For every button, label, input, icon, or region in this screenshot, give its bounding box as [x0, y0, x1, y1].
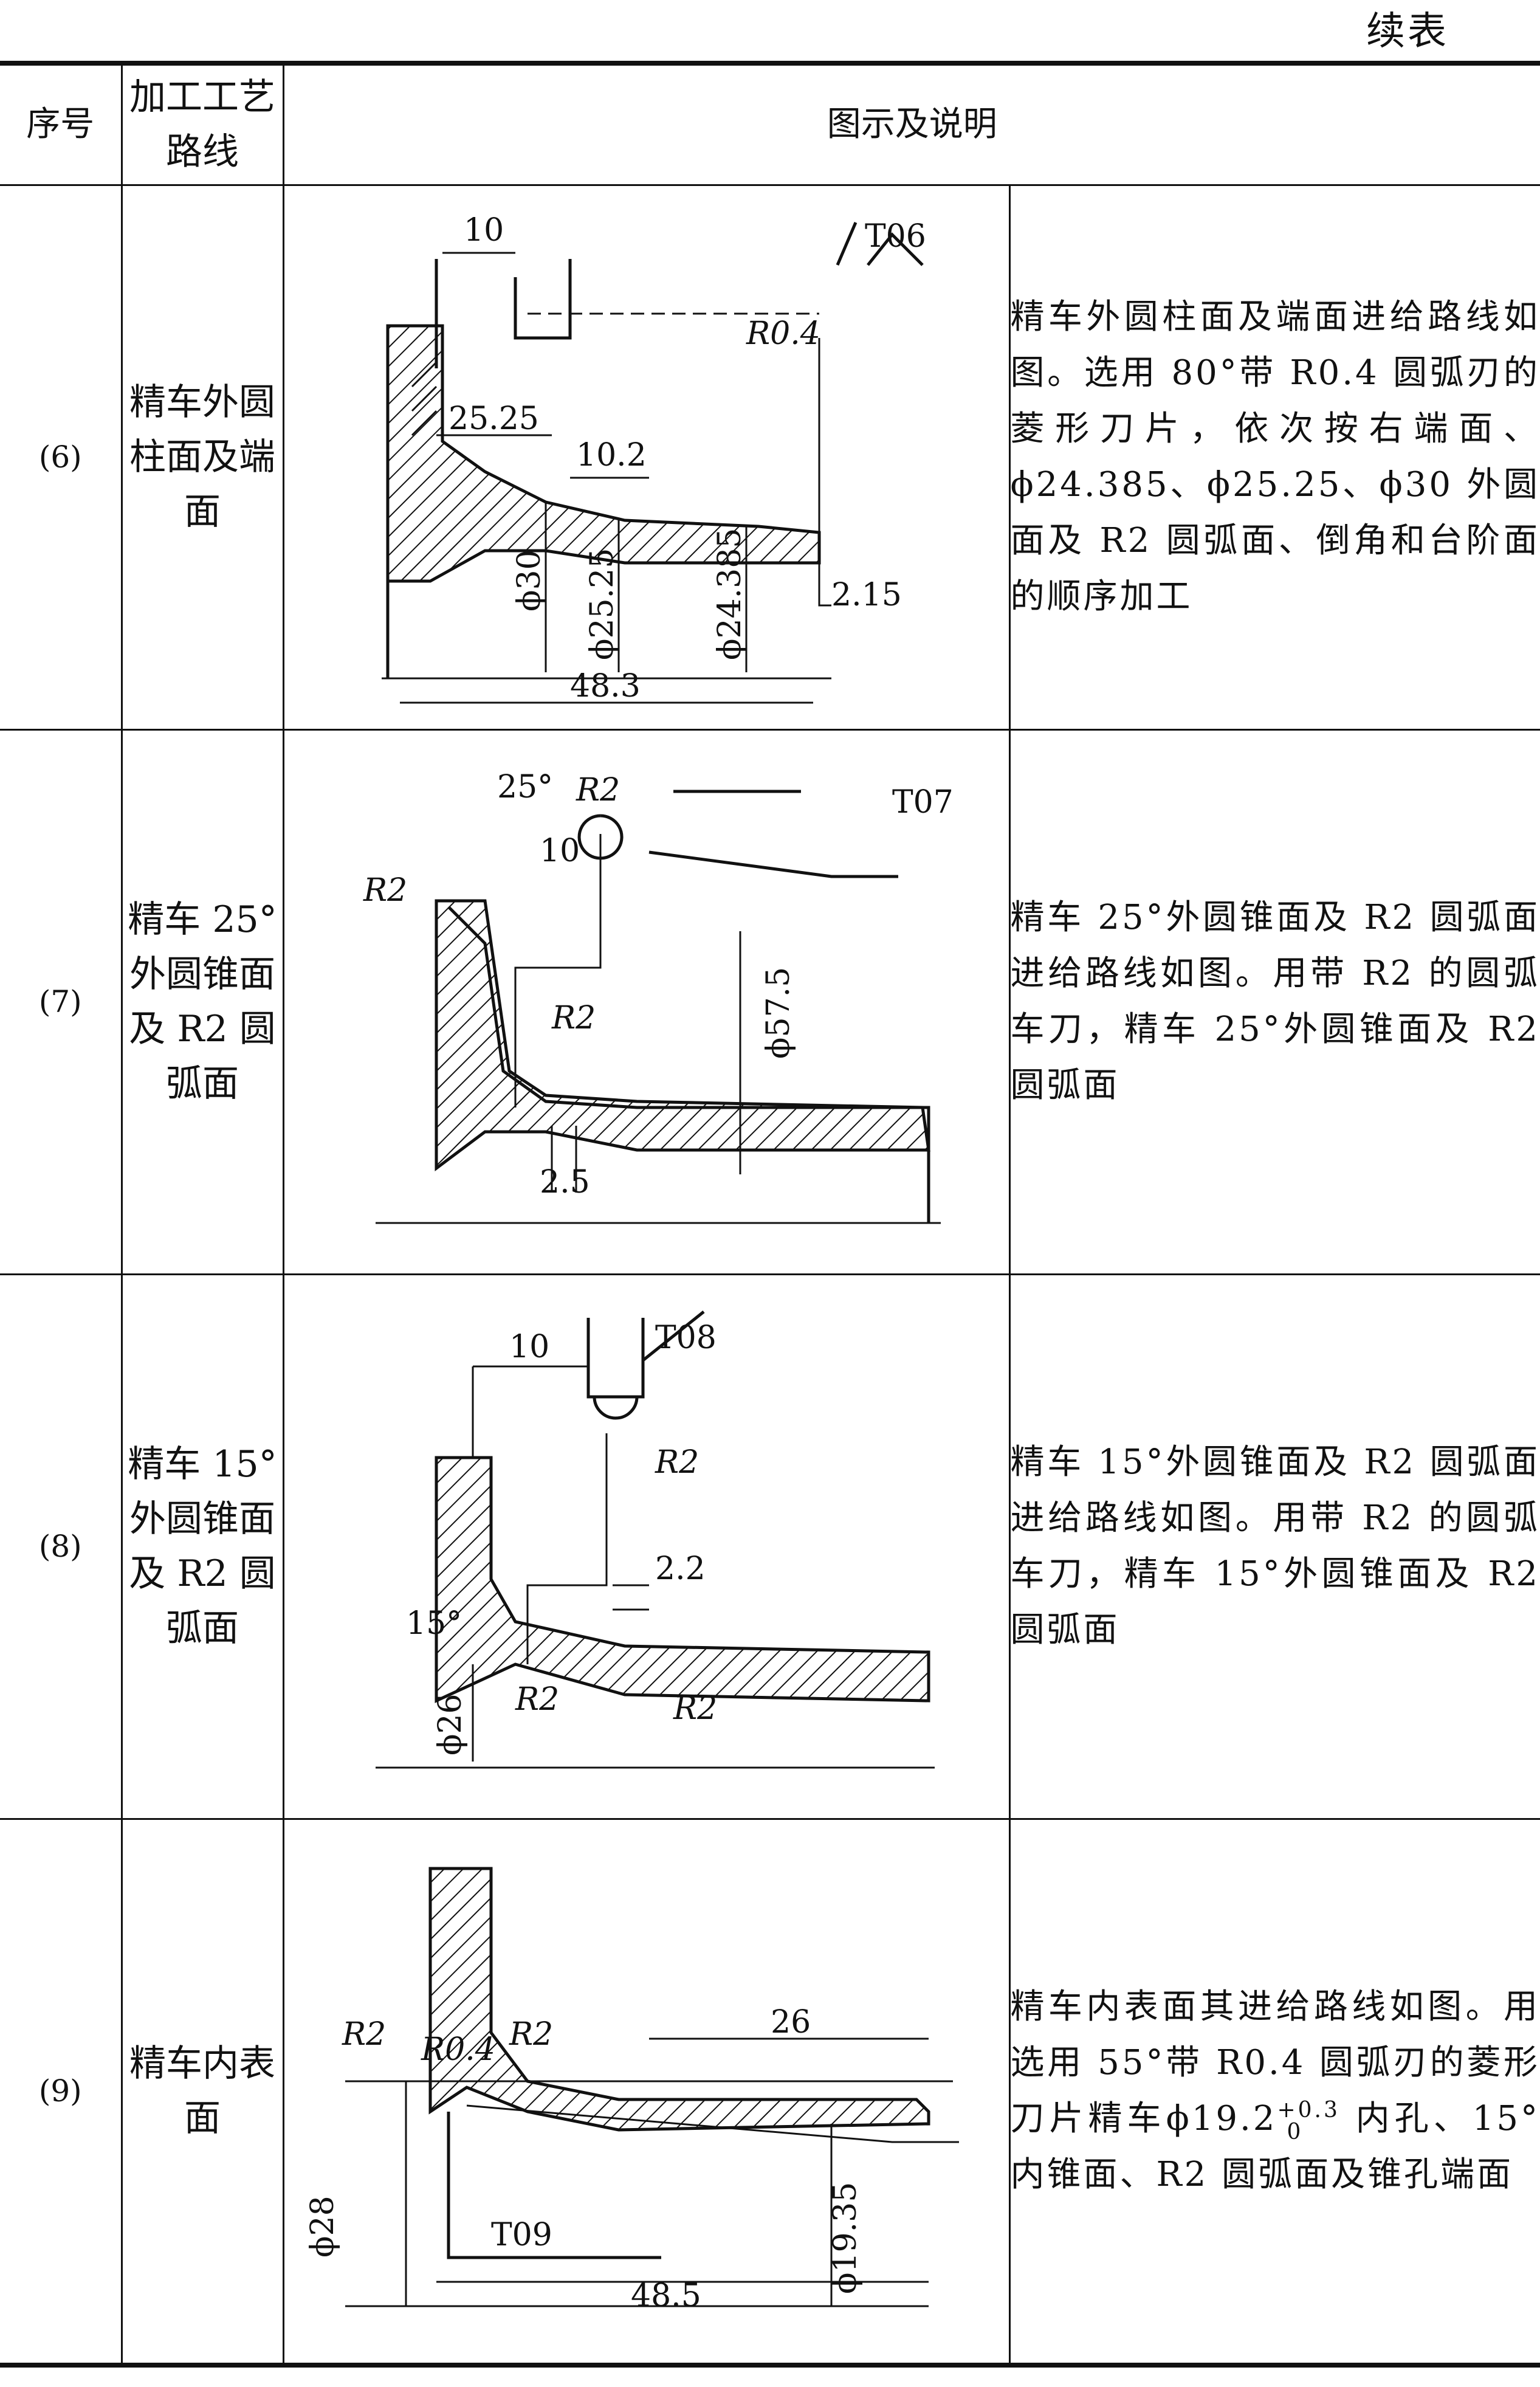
- radius-label: R2: [551, 1000, 596, 1036]
- row-number: (9): [0, 1817, 123, 2368]
- dim-label: 25.25: [449, 401, 539, 437]
- description-cell: 精车内表面其进给路线如图。用选用 55°带 R0.4 圆弧刃的菱形刀片精车ϕ19…: [1008, 1817, 1540, 2368]
- radius-label: R0.4: [421, 2031, 495, 2068]
- route-cell: 精车外圆柱面及端面: [120, 184, 284, 731]
- drawing-6: T06 10 10.2 25.25 2.15 48.3 R0.4 ϕ30 ϕ25…: [381, 212, 926, 704]
- radius-label: R2: [515, 1681, 559, 1718]
- description-cell: 精车 25°外圆锥面及 R2 圆弧面进给路线如图。用带 R2 的圆弧车刀，精车 …: [1008, 728, 1540, 1275]
- radius-label: R2: [576, 772, 620, 808]
- diameter-label: ϕ25.25: [584, 548, 620, 660]
- tolerance-upper: +0.3: [1277, 2097, 1340, 2123]
- diameter-label: ϕ24.385: [712, 528, 748, 660]
- row-number: (7): [0, 728, 123, 1275]
- process-table: 序号 加工工艺路线 图示及说明 (6) 精车外圆柱面及端面: [0, 61, 1540, 2368]
- radius-label: R0.4: [746, 315, 820, 352]
- dim-label: 48.5: [631, 2278, 701, 2314]
- radius-label: R2: [342, 2016, 386, 2053]
- header-row: 序号 加工工艺路线 图示及说明: [0, 61, 1540, 186]
- radius-label: R2: [363, 872, 407, 909]
- figure-cell: T06 10 10.2 25.25 2.15 48.3 R0.4 ϕ30 ϕ25…: [282, 184, 1011, 731]
- dim-label: 10: [464, 212, 504, 249]
- route-cell: 精车内表面: [120, 1817, 284, 2368]
- figure-cell: T07 25° 10 2.5 R2 R2 R2 ϕ57.5: [282, 728, 1011, 1275]
- dim-label: 2.15: [831, 577, 902, 613]
- drawing-7: T07 25° 10 2.5 R2 R2 R2 ϕ57.5: [363, 769, 954, 1224]
- table-row: (6) 精车外圆柱面及端面: [0, 184, 1540, 731]
- tool-label: T08: [655, 1320, 717, 1356]
- angle-label: 15°: [406, 1605, 462, 1642]
- dim-label: 2.5: [540, 1164, 590, 1200]
- route-cell: 精车 15°外圆锥面及 R2 圆弧面: [120, 1273, 284, 1820]
- figure-cell: T09 26 48.5 R2 R0.4 R2 ϕ28 ϕ19.35: [282, 1817, 1011, 2368]
- description-cell: 精车 15°外圆锥面及 R2 圆弧面进给路线如图。用带 R2 的圆弧车刀，精车 …: [1008, 1273, 1540, 1820]
- description-text: 精车内表面其进给路线如图。用选用 55°带 R0.4 圆弧刃的菱形刀片精车: [1010, 1987, 1540, 2138]
- dim-label: 48.3: [570, 668, 641, 704]
- diameter-label: ϕ30: [511, 549, 548, 611]
- diameter-label: ϕ57.5: [760, 966, 797, 1058]
- tool-label: T09: [491, 2217, 552, 2253]
- description-cell: 精车外圆柱面及端面进给路线如图。选用 80°带 R0.4 圆弧刃的菱形刀片，依次…: [1008, 184, 1540, 731]
- row-number: (8): [0, 1273, 123, 1820]
- radius-label: R2: [509, 2016, 553, 2053]
- tool-label: T07: [892, 784, 954, 821]
- description-diameter: ϕ19.2: [1166, 2099, 1277, 2138]
- row-number: (6): [0, 184, 123, 731]
- route-cell: 精车 25°外圆锥面及 R2 圆弧面: [120, 728, 284, 1275]
- drawing-9: T09 26 48.5 R2 R0.4 R2 ϕ28 ϕ19.35: [304, 1867, 959, 2314]
- table-row: (9) 精车内表面 T09 26 48.5 R2 R0.4: [0, 1817, 1540, 2368]
- dim-label: 26: [771, 2004, 811, 2041]
- header-no: 序号: [0, 61, 123, 186]
- description-text: 内孔、15°内锥面、R2 圆弧面及锥孔端面: [1010, 2099, 1540, 2194]
- drawing-8: T08 15° 10 2.2 R2 R2 R2 ϕ26: [375, 1310, 935, 1768]
- dim-label: 10: [509, 1329, 549, 1365]
- dim-label: 2.2: [655, 1551, 706, 1587]
- figure-cell: T08 15° 10 2.2 R2 R2 R2 ϕ26: [282, 1273, 1011, 1820]
- radius-label: R2: [655, 1444, 699, 1481]
- table-caption: 续表: [1366, 9, 1449, 54]
- table-row: (7) 精车 25°外圆锥面及 R2 圆弧面 T07 25° 10 2.5 R2: [0, 728, 1540, 1275]
- dim-label: 10.2: [576, 437, 647, 474]
- radius-label: R2: [673, 1690, 717, 1727]
- diameter-label: ϕ28: [304, 2196, 341, 2258]
- diameter-label: ϕ19.35: [827, 2182, 864, 2293]
- diameter-label: ϕ26: [432, 1693, 469, 1755]
- tolerance-lower: 0: [1287, 2119, 1304, 2144]
- table-row: (8) 精车 15°外圆锥面及 R2 圆弧面 T08 15° 10 2.2 R2: [0, 1273, 1540, 1820]
- header-figure: 图示及说明: [282, 61, 1540, 186]
- dim-label: 10: [540, 833, 580, 869]
- header-route: 加工工艺路线: [120, 61, 284, 186]
- tool-label: T06: [865, 218, 926, 255]
- angle-label: 25°: [497, 769, 553, 805]
